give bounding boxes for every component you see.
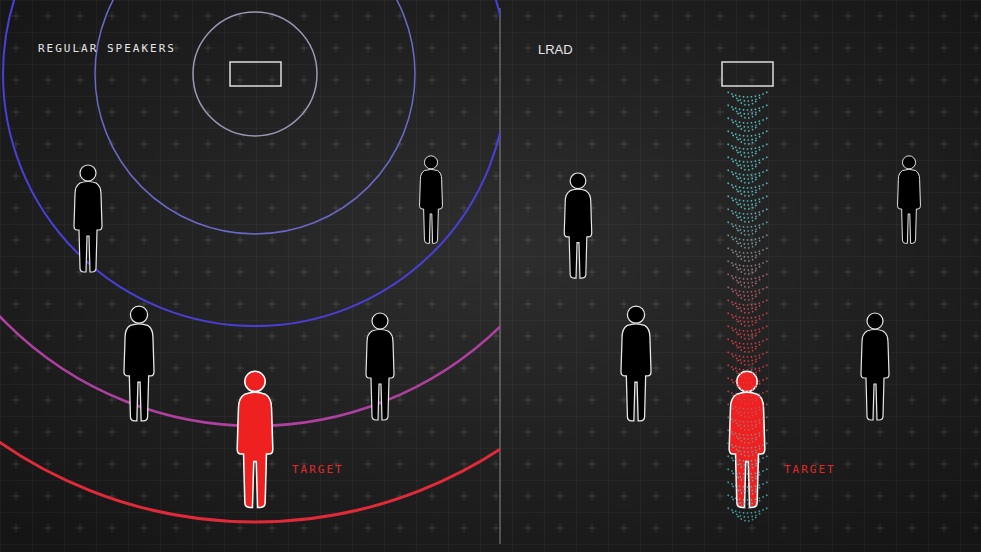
- wave-arc: [738, 295, 758, 300]
- wave-arc: [733, 200, 763, 205]
- wave-arc: [733, 278, 763, 283]
- wave-arc: [733, 135, 763, 140]
- sound-waves: [0, 0, 500, 522]
- wave-arc: [733, 434, 763, 439]
- wave-arc: [738, 503, 758, 508]
- wave-arc: [738, 139, 758, 144]
- wave-arc: [733, 317, 763, 322]
- wave-arc: [733, 291, 763, 296]
- speaker-box: [230, 62, 281, 86]
- wave-arc: [738, 451, 758, 456]
- wave-arc: [733, 512, 763, 517]
- wave-arc: [733, 174, 763, 179]
- wave-arc: [733, 304, 763, 309]
- wave-arc: [733, 369, 763, 374]
- wave-arc: [738, 204, 758, 209]
- wave-arc: [733, 161, 763, 166]
- wave-arc: [738, 217, 758, 222]
- panel-title: REGULAR SPEAKERS: [38, 42, 176, 55]
- wave-arc: [733, 226, 763, 231]
- wave-arc: [733, 213, 763, 218]
- target-person: [237, 371, 765, 507]
- wave-arc: [738, 490, 758, 495]
- wave-arc: [738, 165, 758, 170]
- wave-arc: [738, 191, 758, 196]
- wave-arc: [738, 464, 758, 469]
- target-label: TARGET: [784, 463, 836, 476]
- wave-arc: [738, 438, 758, 443]
- wave-arc: [738, 256, 758, 261]
- wave-arc: [738, 425, 758, 430]
- wave-arc: [733, 265, 763, 270]
- wave-arc: [733, 473, 763, 478]
- lrad-box: [722, 62, 773, 86]
- target-label: TARGET: [292, 463, 344, 476]
- wave-arc: [733, 395, 763, 400]
- wave-arc: [738, 347, 758, 352]
- wave-arc: [733, 499, 763, 504]
- wave-arc: [733, 447, 763, 452]
- wave-arc: [738, 100, 758, 105]
- wave-arc: [738, 399, 758, 404]
- lrad-beam: [728, 92, 768, 521]
- panel-title: LRAD: [538, 42, 573, 57]
- wave-arc: [733, 109, 763, 114]
- wave-arc: [733, 122, 763, 127]
- wave-arc: [738, 308, 758, 313]
- people: [74, 156, 920, 421]
- divider: [500, 8, 501, 544]
- wave-arc: [733, 239, 763, 244]
- wave-arc: [738, 386, 758, 391]
- wave-arc: [733, 148, 763, 153]
- wave-arc: [733, 330, 763, 335]
- wave-arc: [738, 230, 758, 235]
- wave-arc: [733, 96, 763, 101]
- wave-arc: [738, 152, 758, 157]
- wave-arc: [733, 343, 763, 348]
- wave-arc: [738, 269, 758, 274]
- wave-arc: [738, 360, 758, 365]
- wave-arc: [733, 486, 763, 491]
- wave-arc: [738, 178, 758, 183]
- wave-arc: [738, 334, 758, 339]
- wave-arc: [738, 243, 758, 248]
- wave-arc: [733, 187, 763, 192]
- wave-arc: [738, 516, 758, 521]
- wave-arc: [733, 421, 763, 426]
- wave-arc: [738, 477, 758, 482]
- wave-arc: [733, 356, 763, 361]
- wave-arc: [733, 252, 763, 257]
- wave-arc: [738, 412, 758, 417]
- wave-arc: [738, 113, 758, 118]
- wave-arc: [733, 382, 763, 387]
- wave-arc: [738, 321, 758, 326]
- wave-arc: [733, 460, 763, 465]
- wave-arc: [738, 373, 758, 378]
- wave-arc: [738, 126, 758, 131]
- wave-arc: [738, 282, 758, 287]
- wave-arc: [733, 408, 763, 413]
